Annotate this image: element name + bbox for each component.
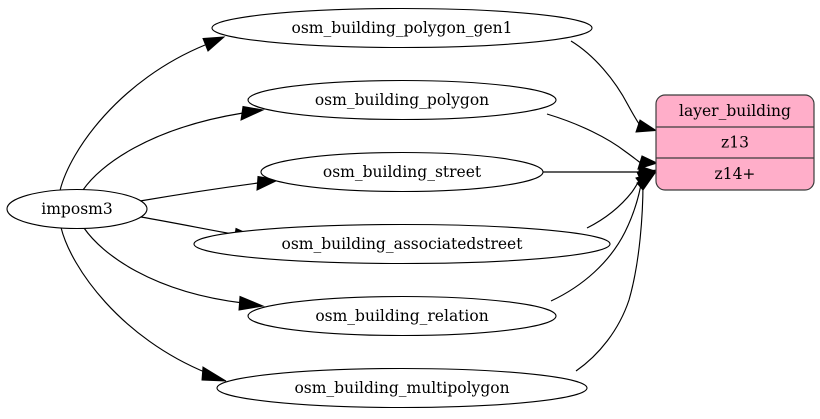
node-osm-building-relation-ellipse bbox=[247, 295, 557, 337]
node-osm-building-multipolygon-ellipse bbox=[216, 367, 588, 409]
node-osm-building-polygon-label: osm_building_polygon bbox=[315, 91, 489, 109]
node-osm-building-street[interactable]: osm_building_street bbox=[260, 151, 544, 193]
edge-osm-building-polygon-gen1-to-layer-z13 bbox=[570, 40, 658, 133]
edge-imposm3-to-osm-building-multipolygon bbox=[60, 227, 227, 382]
node-osm-building-polygon-gen1[interactable]: osm_building_polygon_gen1 bbox=[211, 7, 593, 49]
node-osm-building-polygon-ellipse bbox=[247, 79, 557, 121]
edge-imposm3-to-osm-building-street bbox=[139, 175, 280, 202]
edge-imposm3-to-osm-building-polygon-gen1 bbox=[59, 36, 226, 191]
layer-building-name-label: layer_building bbox=[679, 102, 791, 120]
node-imposm3[interactable]: imposm3 bbox=[6, 188, 148, 230]
node-imposm3-label: imposm3 bbox=[41, 200, 112, 218]
node-osm-building-street-label: osm_building_street bbox=[323, 163, 482, 181]
node-osm-building-street-ellipse bbox=[260, 151, 544, 193]
node-imposm3-ellipse bbox=[6, 188, 148, 230]
node-osm-building-multipolygon[interactable]: osm_building_multipolygon bbox=[216, 367, 588, 409]
edge-imposm3-to-osm-building-relation bbox=[83, 227, 265, 311]
node-osm-building-multipolygon-label: osm_building_multipolygon bbox=[294, 379, 509, 397]
layer-building-z13-label: z13 bbox=[721, 134, 749, 152]
edge-osm-building-multipolygon-to-layer-z14plus bbox=[575, 172, 656, 372]
edge-osm-building-polygon-to-layer-z14plus bbox=[546, 113, 659, 170]
layer-building-box bbox=[655, 94, 815, 191]
node-layer-building[interactable]: layer_building z13 z14+ bbox=[655, 94, 815, 191]
node-osm-building-associatedstreet-ellipse bbox=[193, 223, 611, 265]
node-osm-building-polygon-gen1-label: osm_building_polygon_gen1 bbox=[292, 19, 513, 37]
edge-imposm3-to-osm-building-polygon bbox=[82, 105, 265, 191]
node-osm-building-associatedstreet-label: osm_building_associatedstreet bbox=[282, 235, 524, 253]
node-osm-building-relation[interactable]: osm_building_relation bbox=[247, 295, 557, 337]
layer-building-z14plus-label: z14+ bbox=[715, 165, 756, 183]
node-osm-building-associatedstreet[interactable]: osm_building_associatedstreet bbox=[193, 223, 611, 265]
node-osm-building-polygon[interactable]: osm_building_polygon bbox=[247, 79, 557, 121]
edge-group-tables-to-layer bbox=[542, 40, 660, 372]
node-osm-building-polygon-gen1-ellipse bbox=[211, 7, 593, 49]
node-osm-building-relation-label: osm_building_relation bbox=[315, 307, 488, 325]
